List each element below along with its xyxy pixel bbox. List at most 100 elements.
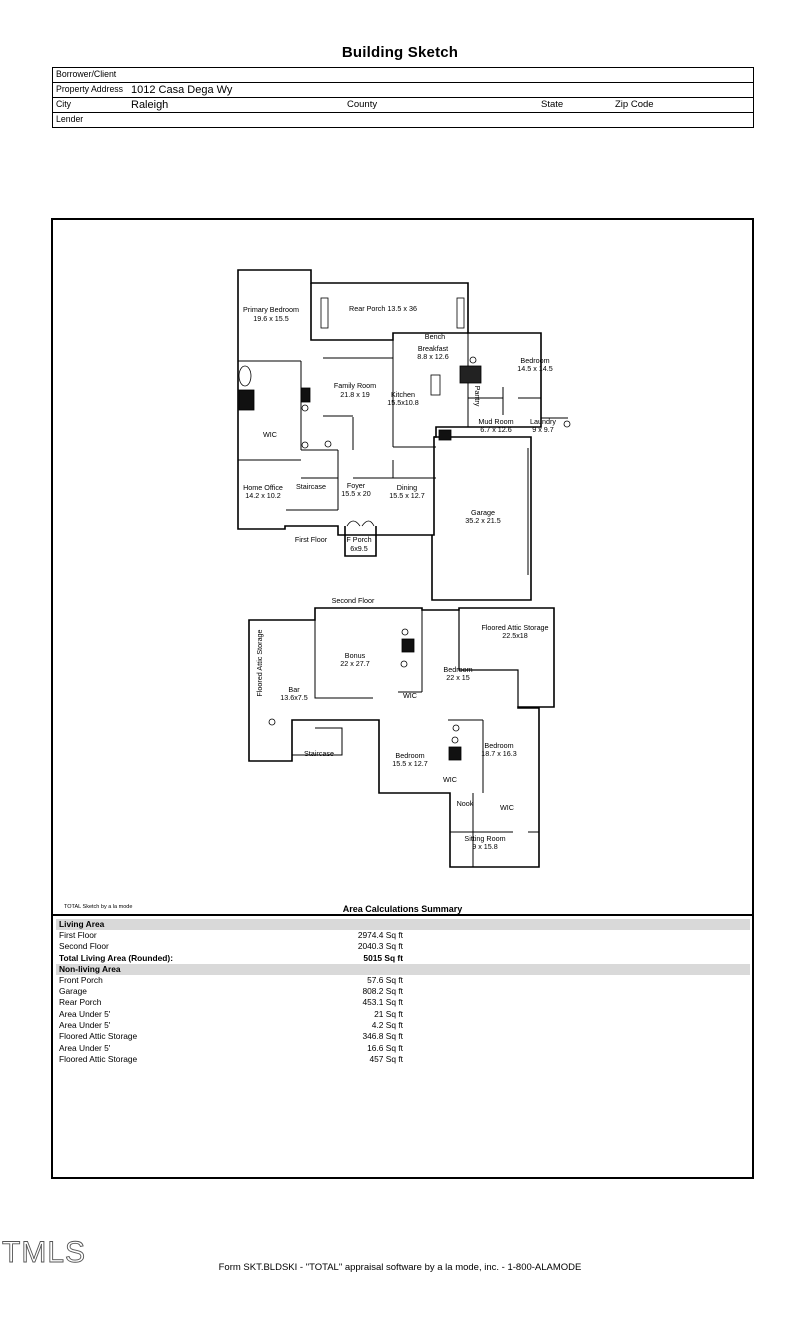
row-value: 16.6 Sq ft [367, 1042, 403, 1053]
summary-row: Area Under 5'4.2 Sq ft [56, 1020, 750, 1031]
label-primary-bedroom: Primary Bedroom [243, 305, 299, 314]
row-label: Rear Porch [59, 997, 102, 1008]
row-label: Area Under 5' [59, 1008, 111, 1019]
dim-laundry: 9 x 9.7 [532, 425, 554, 434]
label-staircase-1: Staircase [296, 482, 326, 491]
label-wic-1: WIC [263, 430, 277, 439]
tmls-logo: TMLS [2, 1236, 86, 1266]
summary-row: Rear Porch 453.1 Sq ft [56, 997, 750, 1008]
label-bedroom-2: Bedroom [443, 665, 472, 674]
row-value: 4.2 Sq ft [371, 1020, 403, 1031]
borrower-row: Borrower/Client [53, 68, 753, 83]
dim-breakfast: 8.8 x 12.6 [417, 352, 449, 361]
page-title: Building Sketch [341, 44, 459, 61]
row-value: 457 Sq ft [369, 1053, 403, 1064]
dim-foyer: 15.5 x 20 [341, 489, 371, 498]
label-bedroom-4: Bedroom [484, 741, 513, 750]
label-home-office: Home Office [243, 483, 283, 492]
summary-title: Area Calculations Summary [342, 904, 463, 914]
dim-mud-room: 6.7 x 12.6 [480, 425, 512, 434]
label-breakfast: Breakfast [418, 344, 448, 353]
total-living-row: Total Living Area (Rounded): 5015 Sq ft [56, 953, 750, 964]
label-wic-3: WIC [443, 775, 457, 784]
label-foyer: Foyer [347, 481, 366, 490]
room-labels: Primary Bedroom 19.6 x 15.5 Rear Porch 1… [243, 304, 556, 851]
row-value: 346.8 Sq ft [362, 1031, 403, 1042]
dim-bedroom-3: 15.5 x 12.7 [392, 759, 428, 768]
borrower-label: Borrower/Client [56, 69, 117, 80]
front-porch-outline [344, 526, 377, 557]
dim-f-porch: 6x9.5 [350, 544, 368, 553]
summary-row: Area Under 5' 16.6 Sq ft [56, 1043, 750, 1054]
row-label: Floored Attic Storage [59, 1031, 138, 1042]
city-value: Raleigh [131, 99, 169, 111]
dim-kitchen: 15.5x10.8 [387, 398, 419, 407]
label-pantry: Pantry [473, 386, 482, 407]
tmls-logo-text: TMLS [2, 1236, 86, 1266]
floor-plan-sketch: Primary Bedroom 19.6 x 15.5 Rear Porch 1… [237, 269, 571, 868]
dim-attic-storage-2: 22.5x18 [502, 631, 528, 640]
nonliving-area-heading: Non-living Area [56, 963, 750, 975]
lender-row: Lender [53, 113, 753, 127]
label-staircase-2: Staircase [304, 749, 334, 758]
dim-home-office: 14.2 x 10.2 [245, 491, 281, 500]
label-attic-storage-2: Floored Attic Storage [481, 623, 548, 632]
zip-label: Zip Code [615, 99, 654, 110]
label-bench: Bench [425, 332, 445, 341]
dim-primary-bedroom: 19.6 x 15.5 [253, 314, 289, 323]
row-label: Area Under 5' [59, 1042, 111, 1053]
row-label: Total Living Area (Rounded): [59, 952, 173, 963]
row-value: 2974.4 Sq ft [357, 930, 403, 940]
dim-sitting-room: 9 x 15.8 [472, 842, 498, 851]
address-label: Property Address [56, 84, 124, 95]
area-summary: Living Area First Floor 2974.4 Sq ft Seco… [56, 919, 750, 1065]
row-label: Second Floor [59, 941, 109, 952]
second-floor-outline [248, 607, 555, 868]
dim-garage: 35.2 x 21.5 [465, 516, 501, 525]
label-rear-porch: Rear Porch 13.5 x 36 [349, 304, 417, 313]
dim-bedroom-4: 18.7 x 16.3 [481, 749, 517, 758]
label-attic-storage-1: Floored Attic Storage [255, 629, 264, 696]
row-value: 57.6 Sq ft [367, 974, 403, 985]
living-area-heading: Living Area [56, 919, 750, 930]
attic-storage-outline [458, 610, 519, 707]
summary-row: Floored Attic Storage 346.8 Sq ft [56, 1031, 750, 1042]
row-value: 2040.3 Sq ft [357, 941, 403, 952]
property-header-table: Borrower/Client Property Address 1012 Ca… [52, 67, 754, 128]
row-value: 808.2 Sq ft [362, 986, 403, 997]
label-mud-room: Mud Room [478, 417, 513, 426]
summary-divider [53, 914, 752, 916]
label-bedroom-1: Bedroom [520, 356, 549, 365]
label-bar: Bar [288, 685, 300, 694]
summary-row: Second Floor 2040.3 Sq ft [56, 941, 750, 952]
row-label: Garage [59, 986, 87, 997]
fixtures [238, 297, 571, 761]
label-garage: Garage [471, 508, 495, 517]
label-first-floor: First Floor [295, 535, 328, 544]
city-row: City Raleigh County State Zip Code [53, 98, 753, 113]
row-label: First Floor [59, 930, 97, 940]
row-value: 5015 Sq ft [363, 952, 403, 963]
label-kitchen: Kitchen [391, 390, 415, 399]
dim-family-room: 21.8 x 19 [340, 390, 370, 399]
city-label: City [56, 99, 72, 110]
address-row: Property Address 1012 Casa Dega Wy [53, 83, 753, 98]
summary-row: Garage 808.2 Sq ft [56, 986, 750, 997]
state-label: State [541, 99, 564, 110]
dim-dining: 15.5 x 12.7 [389, 491, 425, 500]
label-wic-2: WIC [403, 691, 417, 700]
row-value: 21 Sq ft [374, 1008, 403, 1019]
label-nook: Nook [457, 799, 474, 808]
summary-row: First Floor 2974.4 Sq ft [56, 930, 750, 941]
footer-text: Form SKT.BLDSKI - "TOTAL" appraisal soft… [218, 1262, 582, 1273]
lender-label: Lender [56, 114, 84, 125]
label-wic-4: WIC [500, 803, 514, 812]
garage-outline [431, 436, 532, 601]
label-laundry: Laundry [530, 417, 556, 426]
label-sitting-room: Sitting Room [464, 834, 505, 843]
label-dining: Dining [397, 483, 417, 492]
row-value: 453.1 Sq ft [362, 997, 403, 1008]
county-label: County [347, 99, 378, 110]
